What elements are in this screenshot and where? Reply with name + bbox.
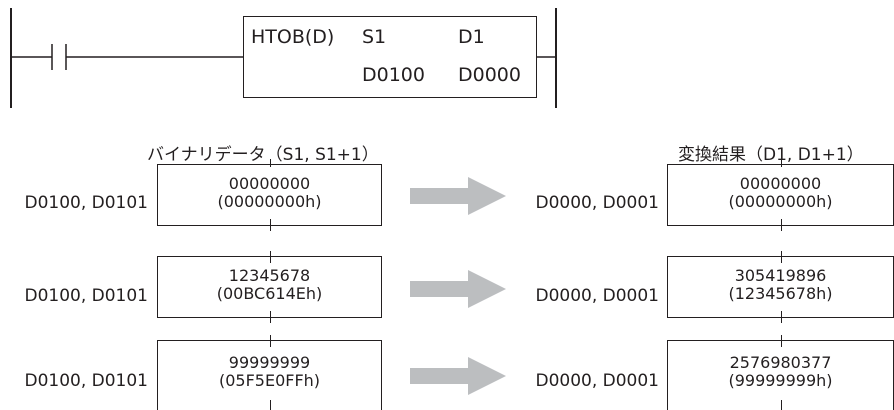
source-register: D0100, D0101 (24, 371, 148, 391)
source-value-box: 00000000 (00000000h) (157, 159, 382, 231)
source-decimal: 99999999 (228, 353, 311, 372)
result-header: 変換結果（D1, D1+1） (678, 145, 864, 165)
result-value-box: 305419896 (12345678h) (667, 251, 894, 323)
instruction-box: HTOB(D) S1 D1 D0100 D0000 (243, 16, 537, 98)
source-decimal: 12345678 (228, 266, 311, 285)
source-register: D0100, D0101 (24, 286, 148, 306)
result-hex: (00000000h) (728, 192, 833, 211)
ladder-lines (10, 8, 557, 108)
source-header: バイナリデータ（S1, S1+1） (147, 145, 379, 165)
result-register: D0000, D0001 (535, 193, 659, 213)
conversion-arrow (410, 177, 506, 215)
operand-s1-value: D0100 (362, 64, 425, 86)
source-register: D0100, D0101 (24, 193, 148, 213)
result-decimal: 305419896 (734, 266, 827, 285)
result-register: D0000, D0001 (535, 286, 659, 306)
conversion-arrow (410, 270, 506, 308)
source-value-box: 99999999 (05F5E0FFh) (157, 335, 382, 410)
operand-d1-value: D0000 (458, 64, 521, 86)
result-value-box: 2576980377 (99999999h) (667, 335, 894, 410)
result-decimal: 00000000 (739, 174, 822, 193)
result-decimal: 2576980377 (729, 353, 832, 372)
source-hex: (00BC614Eh) (216, 284, 323, 303)
operand-s1-label: S1 (362, 26, 387, 48)
conversion-arrow (410, 357, 506, 395)
source-decimal: 00000000 (228, 174, 311, 193)
result-value-box: 00000000 (00000000h) (667, 159, 894, 231)
source-hex: (05F5E0FFh) (218, 371, 321, 390)
result-hex: (99999999h) (728, 371, 833, 390)
operand-d1-label: D1 (458, 26, 485, 48)
source-hex: (00000000h) (217, 192, 322, 211)
result-register: D0000, D0001 (535, 371, 659, 391)
source-value-box: 12345678 (00BC614Eh) (157, 251, 382, 323)
result-hex: (12345678h) (728, 284, 833, 303)
instruction-name: HTOB(D) (251, 26, 335, 48)
